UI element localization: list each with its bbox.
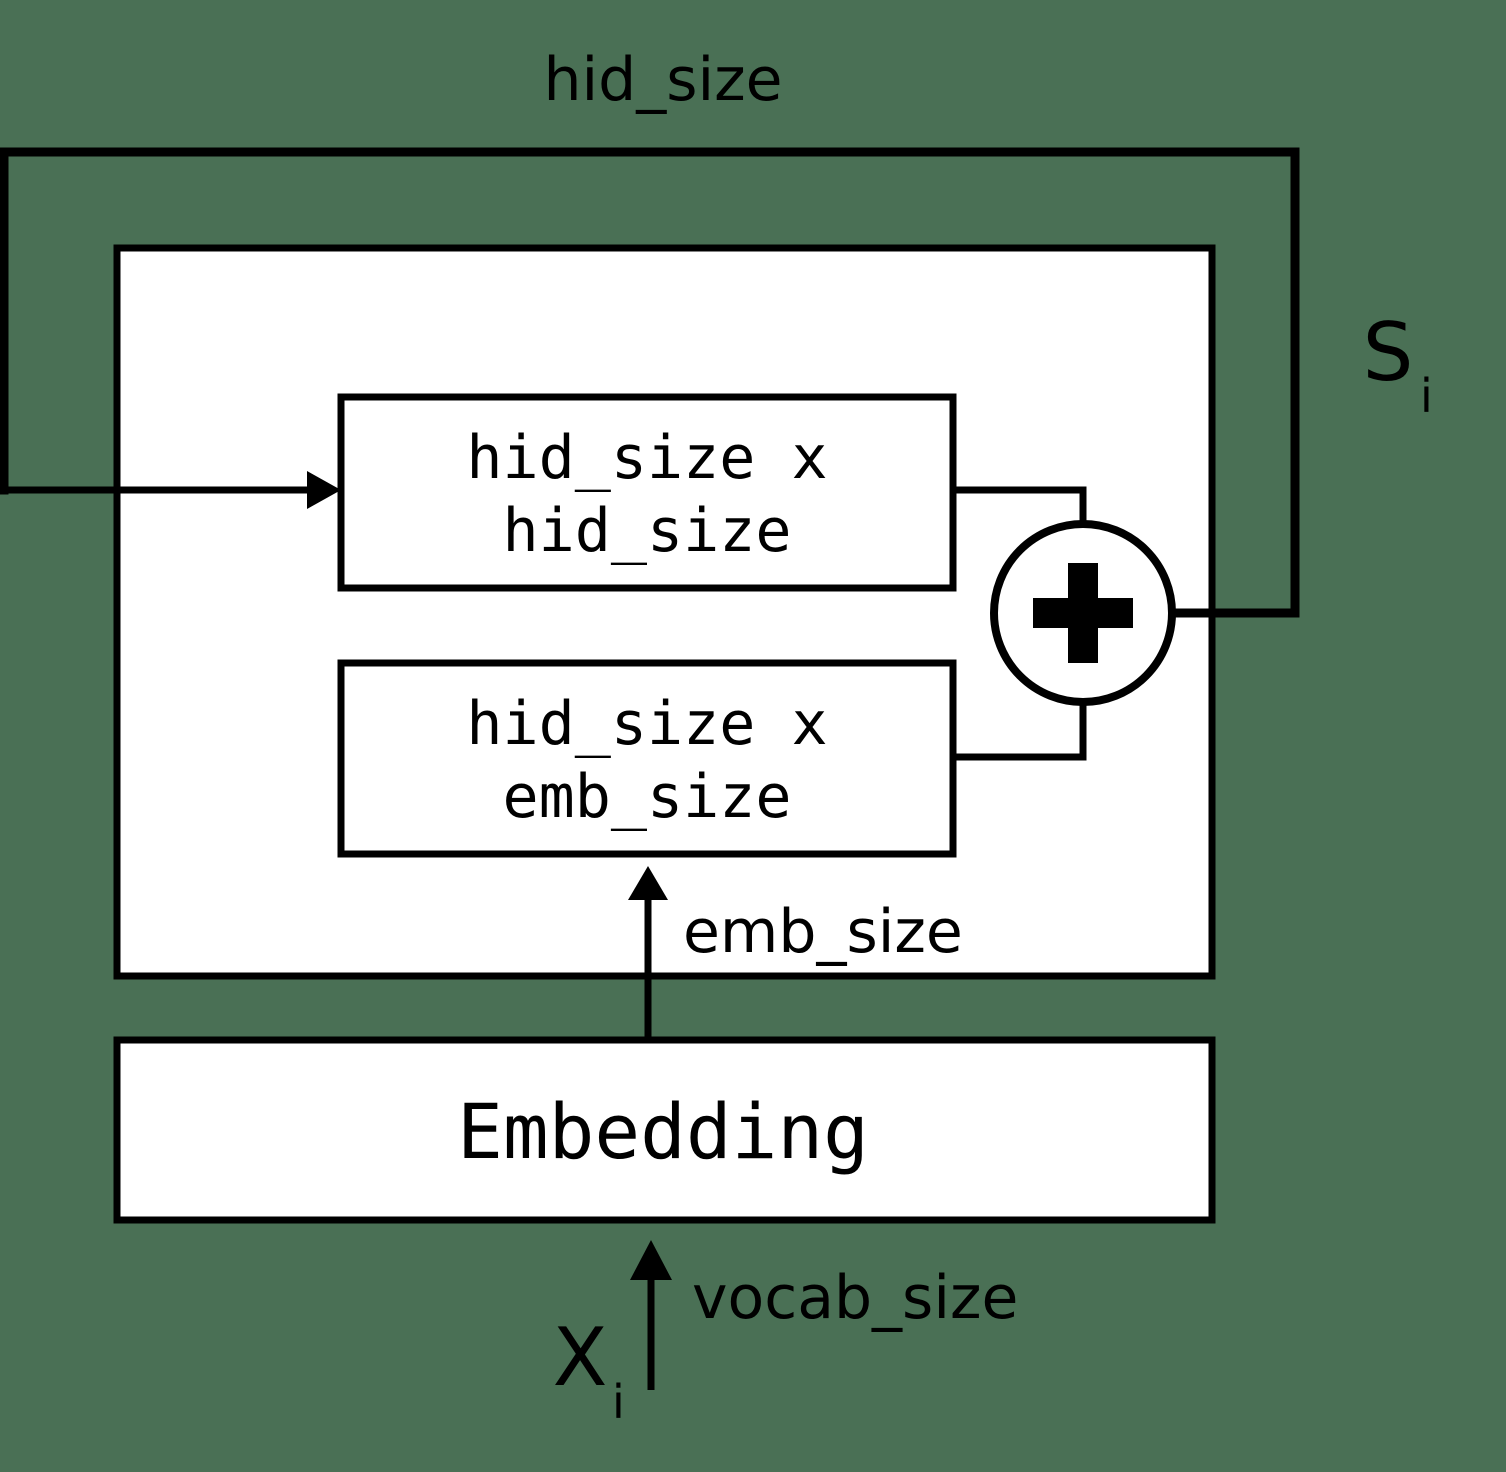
vocab-size-arrow-head (630, 1240, 672, 1280)
embedding-box-label: Embedding (457, 1087, 869, 1176)
recurrent-weight-box[interactable] (337, 393, 957, 592)
input-weight-label-line2: emb_size (503, 762, 792, 832)
recurrent-weight-to-adder-connector (953, 486, 1087, 525)
vocab-size-label: vocab_size (692, 1263, 1018, 1333)
embedding-box[interactable] (113, 1036, 1216, 1224)
input-token-subscript: i (612, 1375, 625, 1429)
plus-icon (1033, 563, 1133, 663)
input-weight-label-line1: hid_size x (466, 689, 827, 759)
top-dimension-label: hid_size (543, 45, 782, 115)
input-weight-to-adder-connector (953, 702, 1087, 761)
recurrent-weight-label-line2: hid_size (503, 496, 792, 566)
state-output-subscript: i (1420, 369, 1433, 423)
state-output-label: S (1363, 306, 1414, 399)
emb-size-label: emb_size (683, 897, 963, 967)
recurrent-input-arrow-head (307, 471, 341, 509)
input-token-label: X (553, 1311, 608, 1404)
input-weight-box[interactable] (337, 659, 957, 858)
recurrent-weight-label-line1: hid_size x (466, 423, 827, 493)
emb-size-arrow-head (628, 866, 668, 900)
